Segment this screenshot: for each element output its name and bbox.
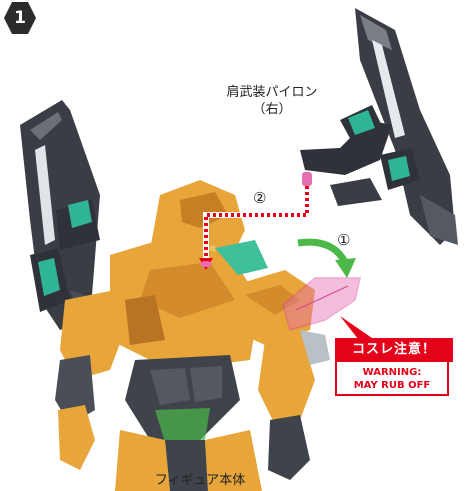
warning-line-1: WARNING: bbox=[362, 367, 422, 378]
marker-1: ① bbox=[337, 231, 351, 249]
caution-box: コスレ注意！ WARNING: MAY RUB OFF bbox=[335, 338, 453, 398]
caution-title: コスレ注意！ bbox=[335, 338, 453, 362]
caution-pointer bbox=[340, 316, 372, 344]
rub-highlight bbox=[282, 277, 361, 331]
pylon-side: （右） bbox=[252, 102, 292, 117]
attach-path bbox=[199, 186, 310, 270]
step-badge-shape bbox=[4, 2, 36, 34]
step-badge: 1 bbox=[4, 2, 36, 34]
figure-body-label: フィギュア本体 bbox=[154, 473, 246, 488]
step-number: 1 bbox=[14, 8, 26, 28]
figure-body bbox=[55, 180, 330, 491]
caution-warning: WARNING: MAY RUB OFF bbox=[335, 362, 449, 396]
rotate-arrow bbox=[297, 238, 356, 278]
marker-2: ② bbox=[253, 189, 267, 207]
shoulder-pylon-right bbox=[300, 8, 458, 245]
pylon-name: 肩武装パイロン bbox=[226, 85, 318, 100]
pylon-label: 肩武装パイロン （右） bbox=[212, 84, 332, 118]
warning-line-2: MAY RUB OFF bbox=[353, 380, 431, 391]
